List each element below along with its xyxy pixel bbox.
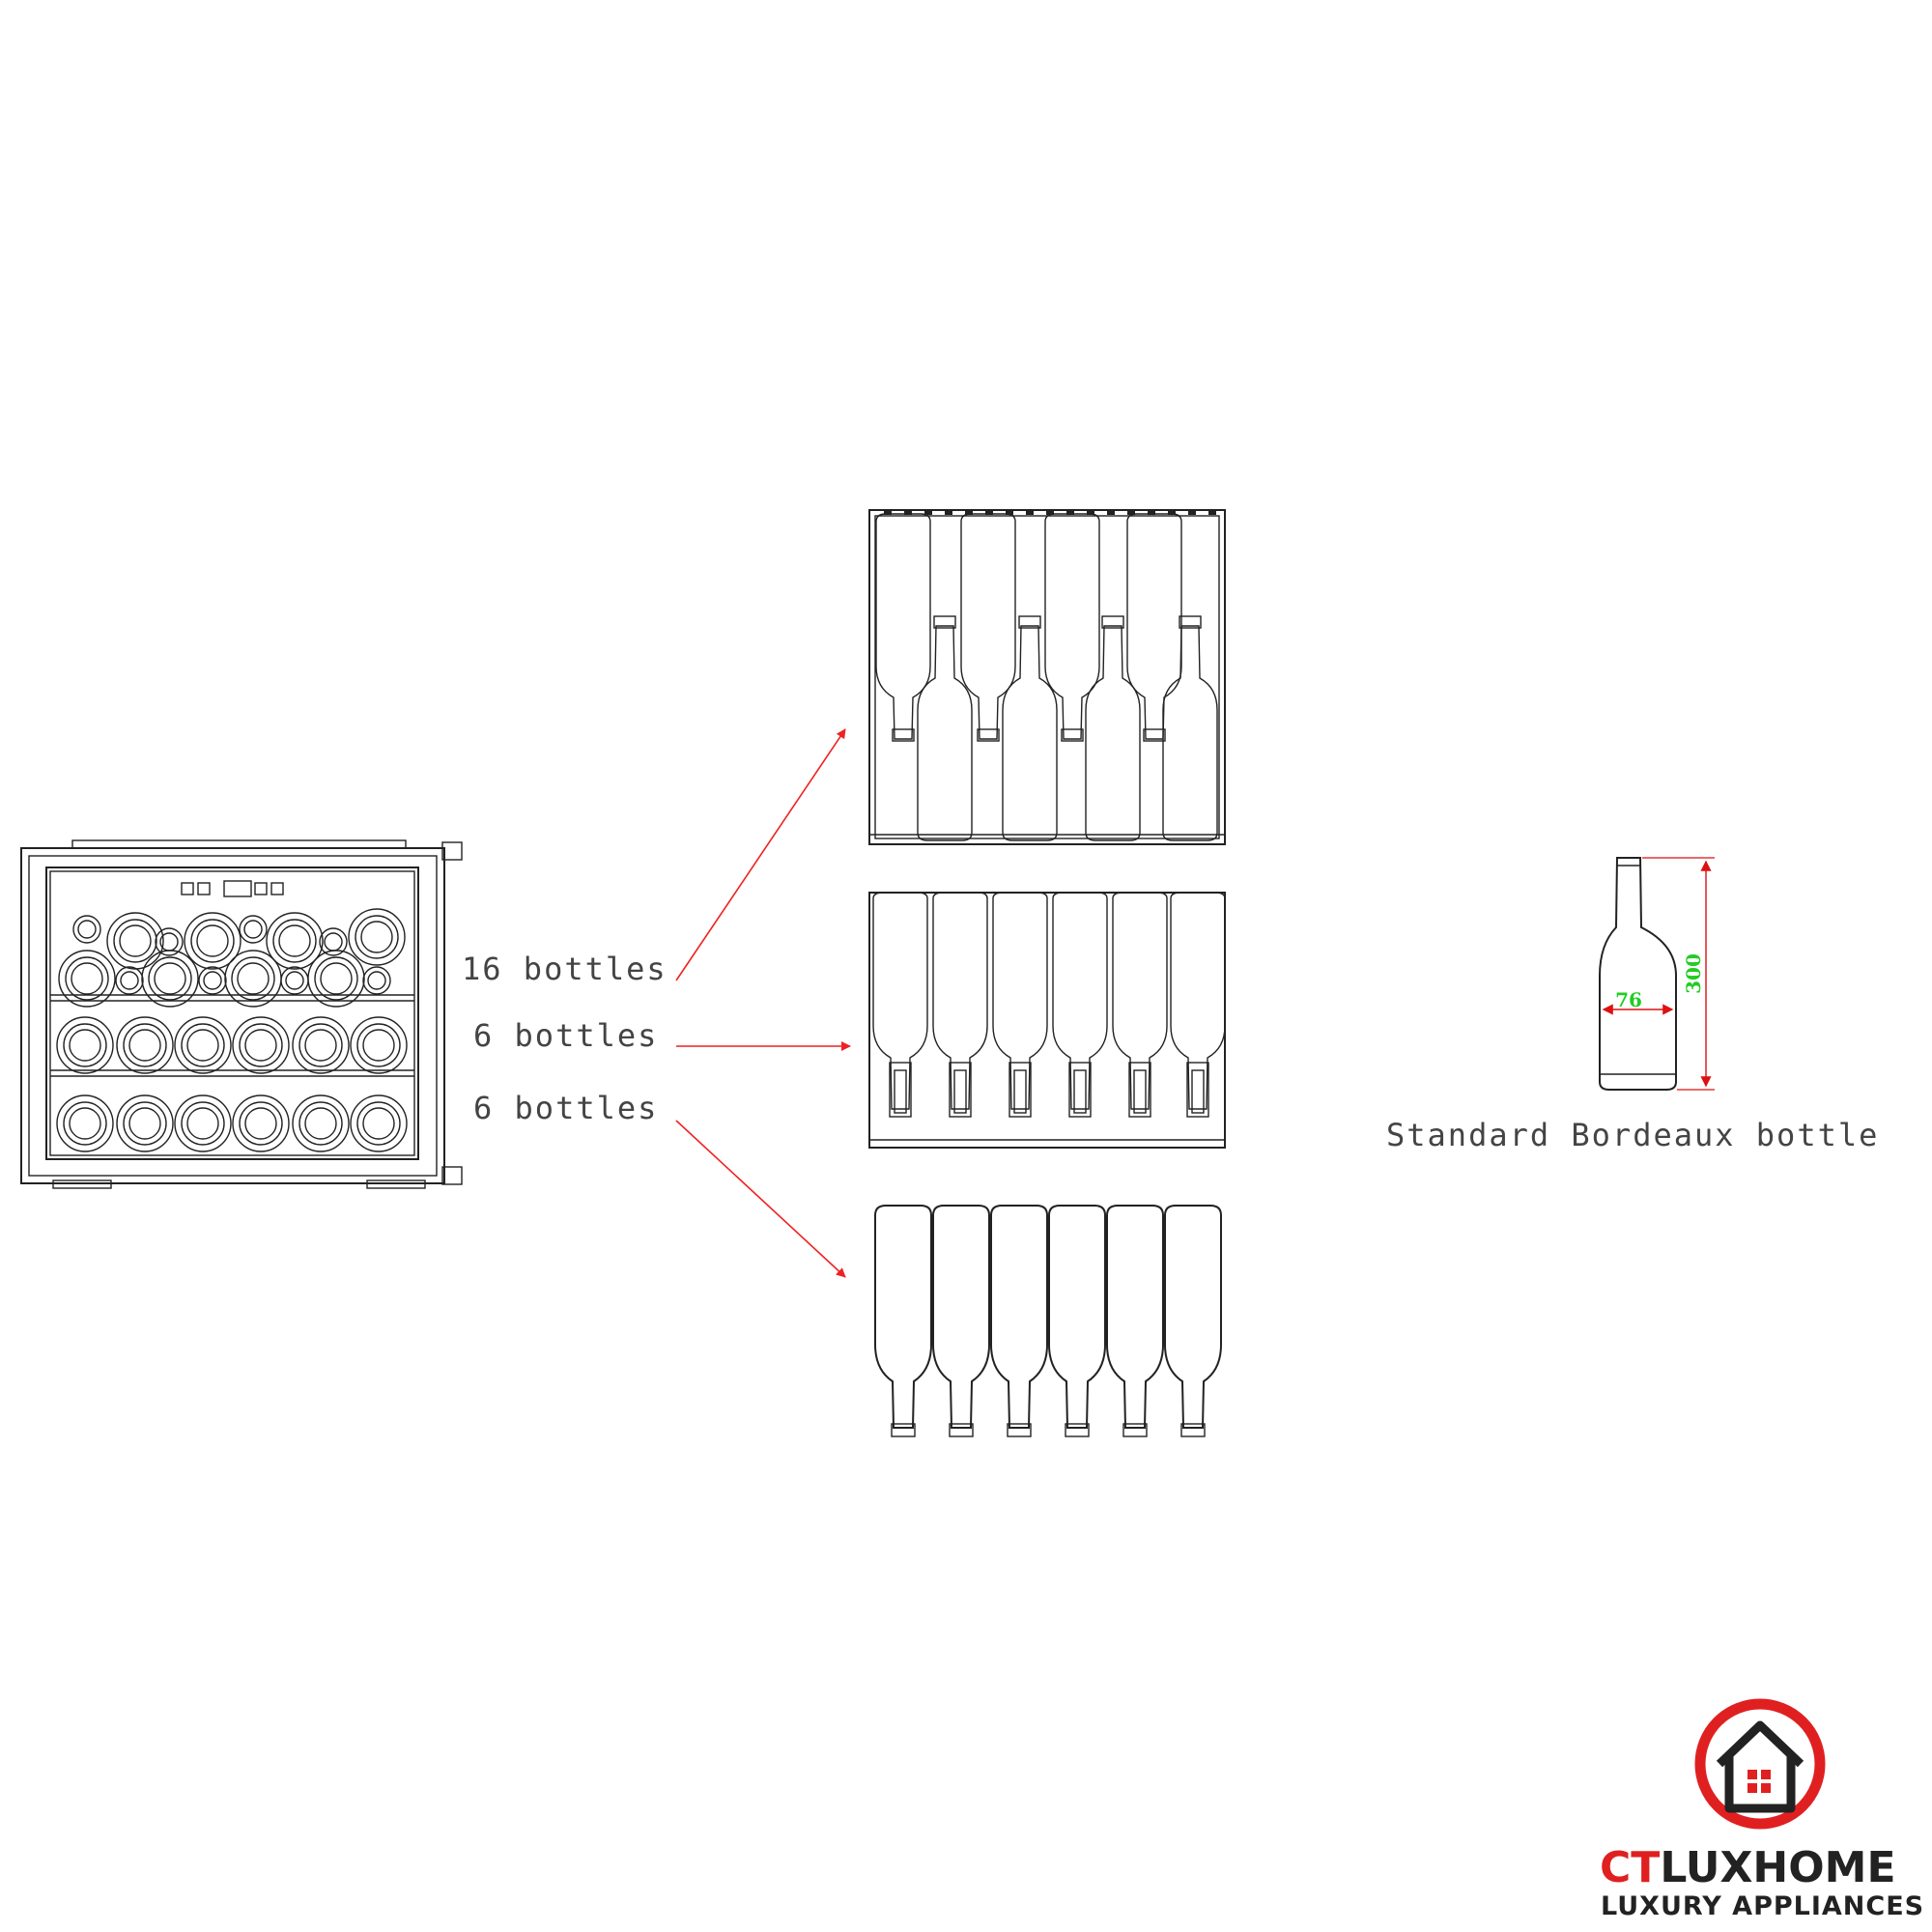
label-top-shelf: 16 bottles [462, 951, 668, 987]
brand-name: CTLUXHOME [1600, 1843, 1896, 1892]
reference-bottle-label: Standard Bordeaux bottle [1386, 1117, 1879, 1153]
house-logo-icon [1694, 1698, 1826, 1830]
bordeaux-bottle [1599, 857, 1677, 1091]
brand-name-part2: LUXHOME [1660, 1843, 1895, 1892]
rack-bottom-bottle [1048, 1205, 1106, 1437]
height-dimension: 300 [1682, 953, 1705, 994]
control-panel [181, 880, 284, 897]
label-middle-shelf: 6 bottles [473, 1017, 658, 1054]
rack-bottom-bottle [1106, 1205, 1164, 1437]
width-dimension: 76 [1615, 988, 1642, 1011]
rack-mid-bottle [1170, 892, 1226, 1118]
rack-mid-bottle [1112, 892, 1168, 1118]
rack-top-front-bottle [917, 615, 973, 841]
rack-top-front-bottle [1002, 615, 1058, 841]
middle-shelf-bottles [56, 1016, 408, 1074]
rack-mid-bottle [932, 892, 988, 1118]
bottom-shelf-bottles [56, 1094, 408, 1152]
rack-bottom-bottle [990, 1205, 1048, 1437]
brand-tagline: LUXURY APPLIANCES [1601, 1891, 1924, 1921]
top-shelf-bottles [58, 908, 406, 1008]
bottle-rack-middle [868, 892, 1226, 1149]
rack-top-front-bottle [1162, 615, 1218, 841]
dimension-lines [1602, 857, 1715, 1091]
rack-mid-bottle [1052, 892, 1108, 1118]
rack-mid-bottle [992, 892, 1048, 1118]
wine-cooler-front-view [20, 839, 463, 1189]
rack-mid-bottle [872, 892, 928, 1118]
rack-top-back-bottle [1044, 513, 1100, 742]
label-bottom-shelf: 6 bottles [473, 1090, 658, 1126]
brand-name-part1: CT [1600, 1843, 1660, 1892]
bottle-rack-bottom [874, 1205, 1222, 1437]
rack-bottom-bottle [932, 1205, 990, 1437]
bottle-rack-top [868, 509, 1226, 845]
rack-top-back-bottle [960, 513, 1016, 742]
rack-top-back-bottle [1126, 513, 1182, 742]
arrow-top [675, 728, 846, 981]
rack-top-back-bottle [875, 513, 931, 742]
rack-bottom-bottle [1164, 1205, 1222, 1437]
arrow-bottom [675, 1120, 846, 1278]
rack-bottom-bottle [874, 1205, 932, 1437]
rack-top-front-bottle [1085, 615, 1141, 841]
